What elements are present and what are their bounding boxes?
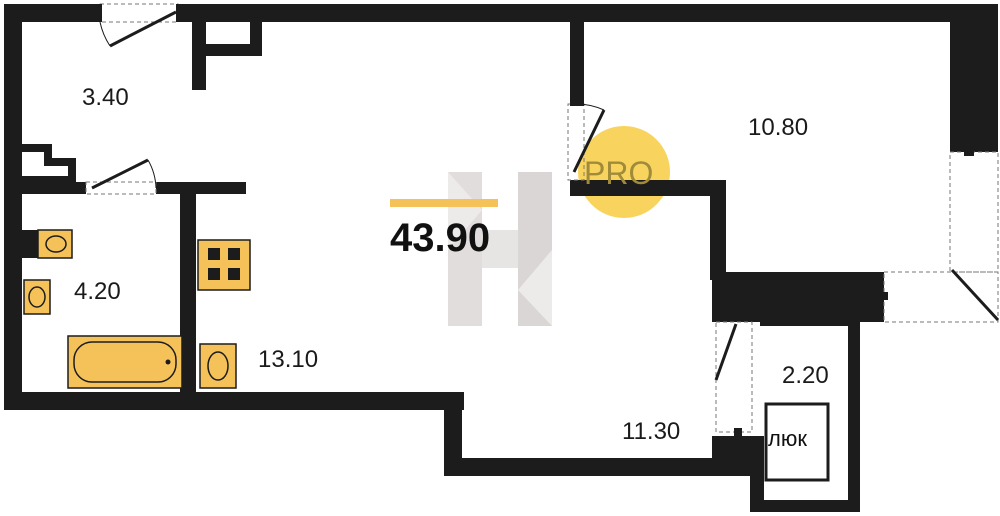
- toilet-icon: [22, 229, 73, 259]
- walls: [4, 4, 998, 512]
- room-area-bedroom: 10.80: [748, 114, 809, 141]
- total-accent-bar: [390, 199, 498, 207]
- doors: [91, 10, 1000, 381]
- stove-icon: [197, 239, 251, 291]
- pro-badge-label: PRO: [584, 155, 654, 191]
- room-area-living: 11.30: [622, 418, 681, 445]
- wall-markers: [96, 4, 974, 436]
- bathtub-icon: [67, 335, 183, 389]
- hatch-label: люк: [768, 426, 807, 451]
- watermark-logo: [448, 172, 552, 326]
- hatch-box: [764, 402, 830, 482]
- room-area-hallway: 3.40: [82, 84, 129, 111]
- fixtures: [22, 229, 251, 389]
- kitchen-sink-icon: [199, 343, 237, 389]
- room-area-storage: 2.20: [782, 362, 829, 389]
- room-area-bathroom: 4.20: [74, 278, 121, 305]
- sink-icon: [23, 279, 51, 315]
- room-area-kitchen: 13.10: [258, 346, 319, 373]
- total-area: 43.90: [390, 216, 491, 260]
